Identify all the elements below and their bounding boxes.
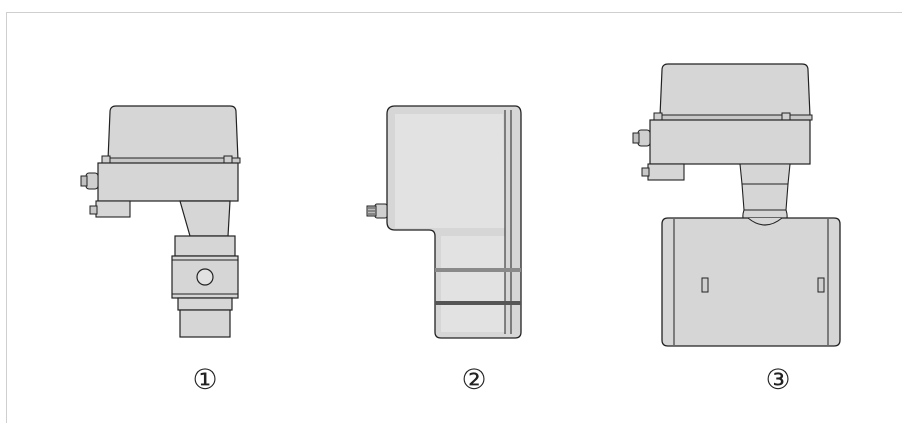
figure-label-3: ③ bbox=[765, 363, 791, 396]
device-3-illustration bbox=[630, 60, 845, 350]
device-1-illustration bbox=[80, 100, 250, 345]
frame-top-border bbox=[6, 12, 902, 13]
figure-label-1: ① bbox=[192, 363, 218, 396]
frame-left-border bbox=[6, 12, 7, 423]
device-2-illustration bbox=[355, 100, 530, 345]
figure-label-2: ② bbox=[461, 363, 487, 396]
